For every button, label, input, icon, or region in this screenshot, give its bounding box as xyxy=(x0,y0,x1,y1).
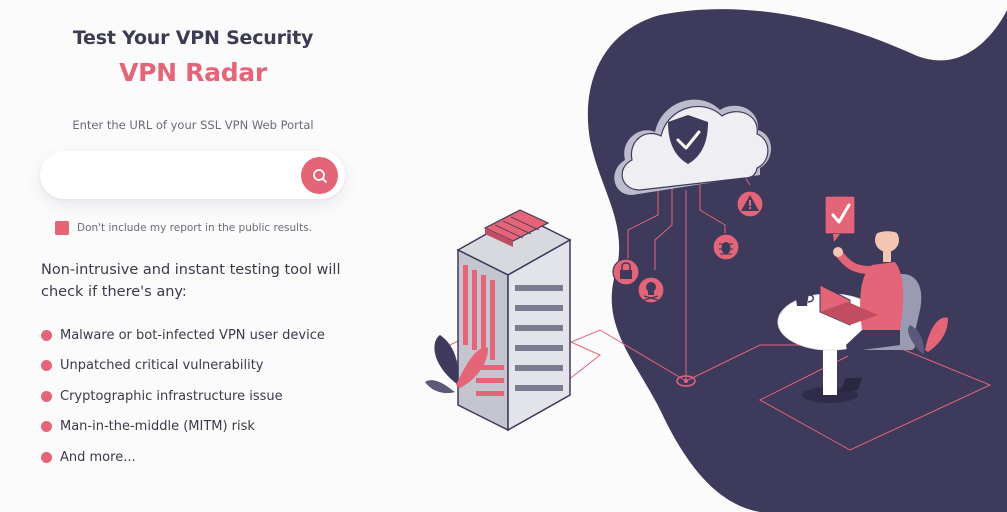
server-icon xyxy=(456,209,572,432)
bullet-icon xyxy=(41,451,52,463)
url-field-label: Enter the URL of your SSL VPN Web Portal xyxy=(72,118,314,132)
feature-text: Man-in-the-middle (MITM) risk xyxy=(60,419,255,435)
bullet-icon xyxy=(41,329,52,341)
list-item: And more... xyxy=(41,442,325,473)
background-blob xyxy=(587,9,1007,512)
list-item: Unpatched critical vulnerability xyxy=(41,351,325,382)
bullet-icon xyxy=(41,390,52,402)
hero-panel: Test Your VPN Security VPN Radar Enter t… xyxy=(0,0,390,512)
coffee-cup-icon xyxy=(795,292,815,306)
feature-text: And more... xyxy=(60,449,136,465)
skull-icon xyxy=(637,276,665,304)
list-item: Man-in-the-middle (MITM) risk xyxy=(41,412,325,443)
privacy-option: Don't include my report in the public re… xyxy=(55,221,312,235)
feature-text: Cryptographic infrastructure issue xyxy=(60,388,283,404)
search-icon xyxy=(312,168,327,183)
search-button[interactable] xyxy=(301,157,338,194)
exclude-report-checkbox[interactable] xyxy=(55,221,69,235)
feature-text: Unpatched critical vulnerability xyxy=(60,358,264,374)
plant-icon xyxy=(425,335,488,394)
bug-icon xyxy=(712,233,740,261)
bullet-icon xyxy=(41,421,52,433)
bullet-icon xyxy=(41,360,52,372)
shield-check-icon xyxy=(668,115,708,164)
vpn-illustration xyxy=(425,9,1007,512)
network-hub xyxy=(676,375,696,387)
url-input[interactable] xyxy=(60,163,290,187)
plant-icon xyxy=(908,317,948,354)
search-box xyxy=(40,151,345,199)
list-item: Cryptographic infrastructure issue xyxy=(41,381,325,412)
feature-text: Malware or bot-infected VPN user device xyxy=(60,327,325,343)
exclude-report-label[interactable]: Don't include my report in the public re… xyxy=(77,222,312,234)
feature-list: Malware or bot-infected VPN user device … xyxy=(41,320,325,473)
intro-text: Non-intrusive and instant testing tool w… xyxy=(41,262,341,300)
laptop-icon xyxy=(819,284,878,326)
lock-icon xyxy=(612,258,640,286)
page-title: VPN Radar xyxy=(119,58,267,87)
checkmark-icon xyxy=(824,195,856,242)
list-item: Malware or bot-infected VPN user device xyxy=(41,320,325,351)
page-subtitle: Test Your VPN Security xyxy=(72,27,314,49)
warning-icon xyxy=(736,190,764,218)
